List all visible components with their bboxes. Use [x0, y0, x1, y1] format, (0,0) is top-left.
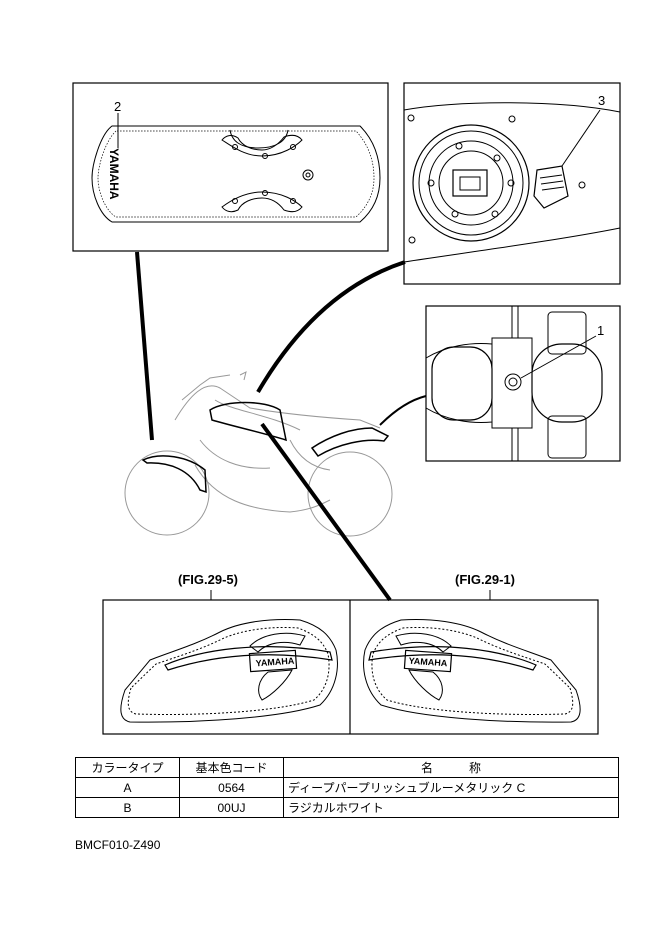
fuel-tank-left-view: [120, 619, 338, 723]
fuel-cap-detail-panel: [403, 82, 621, 285]
cell-color-type: A: [75, 777, 180, 798]
table-row: B 00UJ ラジカルホワイト: [75, 797, 619, 818]
cell-color-type: B: [75, 797, 180, 818]
fuel-tank-right-view: [363, 619, 581, 723]
callout-3: 3: [598, 93, 606, 108]
fender-emblem-text: YAMAHA: [107, 148, 121, 200]
header-color-type: カラータイプ: [75, 757, 180, 778]
highlighted-parts: [141, 401, 390, 494]
motorcycle-outline: [124, 371, 393, 537]
table-header-row: カラータイプ 基本色コード 名 称: [75, 757, 619, 778]
fender-detail-panel: [72, 82, 389, 252]
tank-figure-panel: [102, 590, 599, 735]
figure-label-right: (FIG.29-1): [455, 572, 515, 587]
document-number: BMCF010-Z490: [75, 838, 161, 852]
header-base-color-code: 基本色コード: [179, 757, 284, 778]
figure-label-left: (FIG.29-5): [178, 572, 238, 587]
cell-color-name: ラジカルホワイト: [283, 797, 619, 818]
rear-detail-panel: [425, 305, 621, 462]
callout-1: 1: [597, 323, 605, 338]
callout-2: 2: [114, 99, 122, 114]
cell-color-code: 0564: [179, 777, 284, 798]
color-legend-table: カラータイプ 基本色コード 名 称 A 0564 ディープパープリッシュブルーメ…: [75, 757, 619, 818]
table-row: A 0564 ディープパープリッシュブルーメタリック C: [75, 777, 619, 798]
cell-color-name: ディープパープリッシュブルーメタリック C: [283, 777, 619, 798]
cell-color-code: 00UJ: [179, 797, 284, 818]
header-name: 名 称: [283, 757, 619, 778]
leader-lines: [135, 251, 427, 602]
tank-emblem-right: YAMAHA: [408, 656, 448, 669]
tank-emblem-left: YAMAHA: [255, 656, 295, 669]
